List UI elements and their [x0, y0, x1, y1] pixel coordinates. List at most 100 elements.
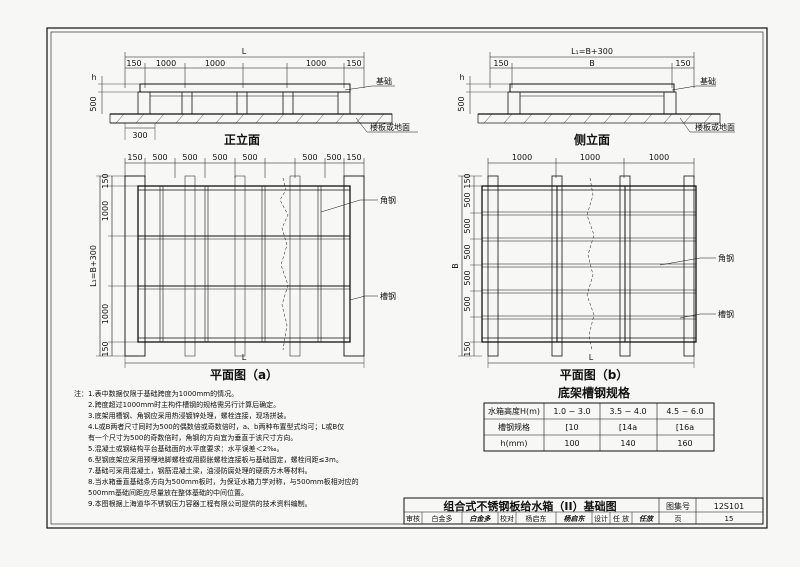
front-dim-500: 500	[89, 96, 98, 111]
plan-b-label-angle: 角钢	[718, 253, 734, 263]
table-r1-c0: 槽钢规格	[498, 422, 530, 432]
design-label: 设计	[594, 514, 608, 523]
table-r1-c1: [10	[565, 423, 578, 432]
table-r1-c3: [16a	[676, 423, 694, 432]
table-r0-c2: 3.5 ~ 4.0	[609, 407, 646, 416]
table-r0-c0: 水箱高度H(m)	[488, 406, 540, 416]
front-dim-l: L	[242, 47, 247, 56]
front-dim-1000c: 1000	[306, 59, 326, 68]
plan-a	[96, 158, 378, 368]
side-label-floor: 楼板或地面	[695, 122, 735, 132]
front-dim-150a: 150	[126, 59, 141, 68]
review-label: 审核	[406, 514, 420, 523]
plan-a-dim-top-6: 500	[326, 153, 341, 162]
plan-a-dim-top-3: 500	[212, 153, 227, 162]
title-block	[403, 497, 764, 525]
outer-frame	[46, 27, 768, 529]
reviewer-name: 白金多	[432, 514, 453, 523]
plan-a-dim-left-0: 150	[101, 173, 110, 188]
plan-b-dim-top-2: 1000	[649, 153, 669, 162]
plan-b-dim-side-5: 500	[463, 296, 472, 311]
side-elevation	[466, 52, 735, 133]
plan-a-dim-top-0: 150	[127, 153, 142, 162]
note-3: 3.底架用槽钢、角钢应采用热浸镀锌处理，螺栓连接，现场拼装。	[88, 411, 291, 420]
plan-a-dim-top-7: 150	[346, 153, 361, 162]
plan-a-label-angle: 角钢	[380, 195, 396, 205]
checker-signature: 杨启东	[564, 514, 586, 523]
side-dim-150a: 150	[493, 59, 508, 68]
plan-b-dim-top-0: 1000	[512, 153, 532, 162]
spec-table: 底架槽钢规格 水箱高度H(m) 1.0 ~ 3.0 3.5 ~ 4.0 4.5 …	[483, 385, 715, 452]
table-r0-c1: 1.0 ~ 3.0	[553, 407, 590, 416]
table-r2-c2: 140	[620, 439, 635, 448]
front-dim-1000a: 1000	[156, 59, 176, 68]
notes-heading: 注：	[74, 389, 88, 398]
title-block-text: 组合式不锈钢板给水箱（II）基础图 图集号 12S101 审核 白金多 白金多 …	[406, 499, 744, 523]
side-elevation-text: L₁=B+300 150 B 150 h 500 基础 楼板或地面 侧立面	[457, 47, 735, 147]
plan-a-dim-left-1: 1000	[101, 201, 110, 221]
page-label: 页	[675, 515, 682, 523]
front-dim-300: 300	[132, 131, 147, 140]
page-number: 15	[725, 515, 734, 523]
plan-a-dim-left-total: L₁=B+300	[89, 245, 98, 287]
plan-b-title: 平面图（b）	[560, 367, 629, 382]
reviewer-signature: 白金多	[470, 514, 492, 523]
side-label-foundation: 基础	[700, 76, 716, 86]
plan-b	[458, 158, 716, 368]
atlas-no-label: 图集号	[666, 501, 690, 511]
note-8b: 500mm基础间距应尽量放在整体基础的中间位置。	[88, 488, 248, 497]
table-r0-c3: 4.5 ~ 6.0	[666, 407, 703, 416]
plan-a-dim-left-2: 1000	[101, 304, 110, 324]
front-label-foundation: 基础	[376, 76, 392, 86]
note-8: 8.当水箱垂直基础条方向为500mm板时，为保证水箱力学对称，与500mm板相对…	[88, 477, 359, 486]
plan-b-dim-left-total: B	[451, 263, 460, 269]
plan-a-dim-top-5: 500	[302, 153, 317, 162]
plan-a-label-channel: 槽钢	[380, 291, 396, 301]
front-dim-1000b: 1000	[205, 59, 225, 68]
front-elevation-title: 正立面	[224, 132, 260, 147]
plan-b-dim-side-6: 150	[463, 341, 472, 356]
table-r2-c0: h(mm)	[501, 439, 528, 448]
plan-a-title: 平面图（a）	[210, 367, 278, 382]
plan-b-text: 1000 1000 1000 150 500 500 500 500 500 1…	[451, 153, 734, 382]
check-label: 校对	[500, 514, 514, 523]
front-elevation-text: L 150 1000 1000 1000 150 h 500 300 基础 楼板…	[89, 47, 410, 147]
side-dim-150b: 150	[675, 59, 690, 68]
plan-a-dim-top-4: 500	[242, 153, 257, 162]
plan-b-dim-side-0: 150	[463, 173, 472, 188]
plan-a-dim-top-1: 500	[152, 153, 167, 162]
note-2: 2.跨度超过1000mm时主构件槽钢的规格需另行计算后确定。	[88, 400, 280, 409]
front-dim-h: h	[91, 73, 96, 82]
plan-a-dim-top-2: 500	[182, 153, 197, 162]
note-9: 9.本图根据上海道华不锈钢压力容器工程有限公司提供的技术资料编制。	[88, 499, 312, 508]
plan-a-dim-left-3: 150	[101, 341, 110, 356]
plan-a-dim-bottom: L	[242, 353, 247, 362]
note-5: 5.混凝土或钢结构平台基础面的水平度要求：水平误差＜2‰。	[88, 444, 284, 453]
plan-b-dim-side-4: 500	[463, 270, 472, 285]
note-7: 7.基础可采用混凝土，钢筋混凝土梁，油浸防腐处理的硬质方木等材料。	[88, 466, 312, 475]
plan-b-dim-top-1: 1000	[580, 153, 600, 162]
spec-table-title: 底架槽钢规格	[558, 385, 631, 400]
note-6: 6.型钢底架应采用预埋地脚螺栓或用膨胀螺栓连接板与基础固定，螺栓间距≤3m。	[88, 455, 343, 464]
side-dim-b: B	[589, 59, 595, 68]
note-4b: 有一个尺寸为500的奇数倍时，角钢的方向宜为垂直于该尺寸方向。	[88, 433, 297, 442]
front-elevation	[98, 52, 418, 140]
atlas-no-value: 12S101	[714, 502, 745, 511]
plan-b-dim-bottom: L	[589, 353, 594, 362]
plan-b-dim-side-1: 500	[463, 192, 472, 207]
note-4: 4.L或B两者尺寸同时为500的偶数倍或奇数倍时，a、b两种布置型式均可；L或B…	[88, 422, 344, 431]
plan-b-dim-side-2: 500	[463, 218, 472, 233]
plan-b-dim-side-3: 500	[463, 244, 472, 259]
side-dim-h: h	[459, 73, 464, 82]
plan-b-label-channel: 槽钢	[718, 309, 734, 319]
front-dim-150b: 150	[346, 59, 361, 68]
side-dim-l1: L₁=B+300	[571, 47, 613, 56]
designer-name: 任 放	[613, 514, 629, 523]
checker-name: 杨启东	[526, 514, 547, 523]
plan-a-text: 150 500 500 500 500 500 500 150 150 1000…	[89, 153, 396, 382]
side-dim-500: 500	[457, 96, 466, 111]
side-elevation-title: 侧立面	[574, 132, 610, 147]
table-r1-c2: [14a	[619, 423, 637, 432]
